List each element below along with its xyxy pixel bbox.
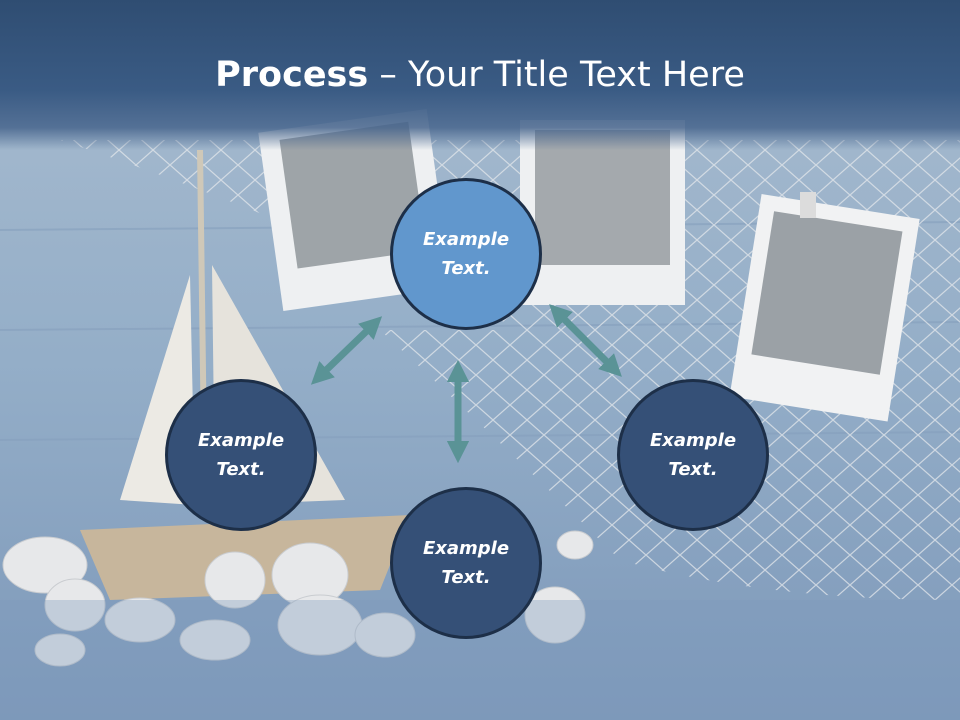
node-text-line1: Example — [649, 430, 737, 451]
title-rest: – Your Title Text Here — [368, 55, 745, 95]
title-bar — [0, 0, 960, 150]
slide-title: Process – Your Title Text Here — [0, 52, 960, 98]
node-text-line2: Text. — [441, 567, 491, 588]
seashells — [2, 530, 594, 667]
arrow-top-right — [549, 304, 622, 377]
node-text-line1: Example — [197, 430, 285, 451]
photo-frame — [729, 192, 920, 422]
arrow-top-left — [310, 316, 383, 385]
node-text-line2: Text. — [441, 258, 491, 279]
node-text-line2: Text. — [668, 459, 718, 480]
node-text-line2: Text. — [216, 459, 266, 480]
title-bold: Process — [215, 55, 369, 95]
node-text-line1: Example — [422, 538, 510, 559]
node-text-line1: Example — [422, 229, 510, 250]
photo-frame — [520, 120, 685, 305]
